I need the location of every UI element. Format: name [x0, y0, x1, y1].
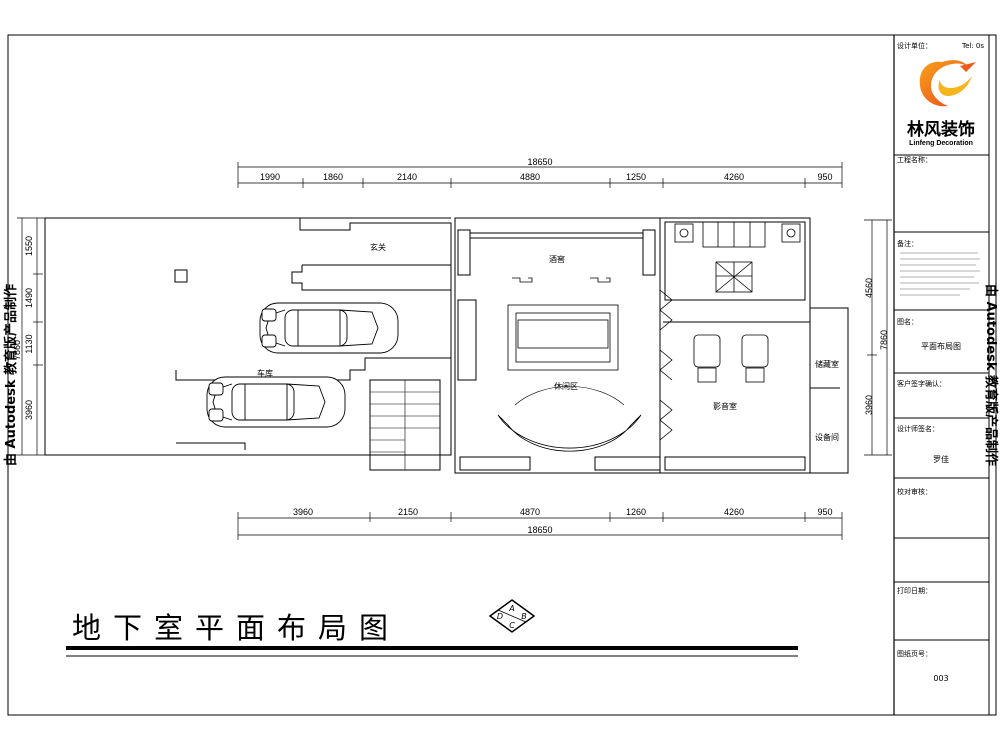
dim-left-2: 1490 [24, 288, 34, 308]
dim-left-4: 3960 [24, 400, 34, 420]
index-a: A [508, 604, 514, 613]
theater-sofa [702, 221, 766, 248]
floor-plan-walls [44, 217, 849, 474]
sheet-border [7, 34, 997, 716]
theater-side-tables [674, 223, 801, 243]
recliners [693, 334, 769, 383]
top-dimensions [237, 162, 843, 188]
coffee-table [715, 261, 753, 293]
drawing-title: 地下室平面布局图 [72, 611, 400, 645]
tb-notes-lines [900, 252, 980, 296]
furniture [497, 221, 801, 452]
tb-designer: 罗佳 [933, 454, 949, 464]
tb-review-label: 校对审核： [897, 487, 932, 496]
room-garage: 车库 [257, 368, 273, 378]
bottom-dim-labels: 3960 2150 4870 1260 4260 950 [293, 507, 833, 517]
dim-bottom-5: 4260 [724, 507, 744, 517]
room-equipment: 设备间 [815, 432, 839, 442]
room-entry: 玄关 [370, 242, 386, 252]
wine-table [507, 304, 619, 371]
index-d: D [497, 612, 503, 621]
tb-sheet-no: 003 [933, 674, 948, 683]
tb-project-label: 工程名称： [897, 155, 932, 164]
tb-drawing-name: 平面布局图 [921, 341, 961, 351]
tb-drawing-name-label: 图名： [897, 317, 918, 326]
watermark-right: 由 Autodesk 教育版产品制作 [983, 284, 999, 466]
garage-cars [206, 302, 399, 428]
dim-top-6: 4260 [724, 172, 744, 182]
logo-english: Linfeng Decoration [909, 140, 973, 147]
index-c: C [509, 621, 515, 630]
dim-bottom-total: 18650 [527, 525, 552, 535]
index-symbol: A B C D [488, 599, 536, 633]
dim-top-2: 1860 [323, 172, 343, 182]
car-2 [206, 376, 346, 428]
car-1 [259, 302, 399, 354]
tb-date-label: 打印日期： [897, 586, 932, 595]
tb-notes-label: 备注： [897, 239, 918, 248]
tb-designer-label: 设计师签名： [897, 424, 939, 433]
room-wine-cellar: 酒窖 [549, 254, 565, 264]
tb-sheet-no-label: 图纸页号： [897, 649, 932, 658]
tb-client-label: 客户签字确认： [897, 379, 946, 388]
company-logo: 林风装饰 Linfeng Decoration [907, 60, 976, 147]
dim-right-2: 3960 [864, 395, 874, 415]
room-leisure: 休闲区 [554, 381, 578, 391]
index-b: B [521, 612, 527, 621]
room-labels: 玄关 车库 酒窖 休闲区 影音室 储藏室 设备间 [257, 242, 839, 442]
dim-right-total: 7860 [879, 330, 889, 350]
dim-bottom-6: 950 [817, 507, 832, 517]
logo-name: 林风装饰 [907, 119, 975, 140]
bottom-dimensions [237, 512, 843, 540]
dim-top-3: 2140 [397, 172, 417, 182]
dim-left-total: 7860 [12, 340, 22, 360]
room-storage: 储藏室 [815, 359, 839, 369]
lounge-chair-2 [590, 277, 611, 283]
dim-left-1: 1550 [24, 236, 34, 256]
left-dimensions [17, 217, 45, 456]
dim-bottom-4: 1260 [626, 507, 646, 517]
dim-left-3: 1130 [24, 334, 34, 353]
lounge-chair-1 [512, 277, 533, 283]
watermark-left: 由 Autodesk 教育版产品制作 [3, 284, 19, 466]
room-theater: 影音室 [713, 401, 737, 411]
dim-bottom-1: 3960 [293, 507, 313, 517]
tb-header-right: Tel: 0s [961, 42, 984, 50]
dim-right-1: 4560 [864, 278, 874, 298]
dim-top-5: 1250 [626, 172, 646, 182]
tb-header-left: 设计单位： [897, 41, 932, 50]
right-dimensions [864, 219, 892, 456]
dim-top-7: 950 [817, 172, 832, 182]
dim-top-4: 4880 [520, 172, 540, 182]
curved-sofa [497, 414, 642, 452]
dim-top-1: 1990 [260, 172, 280, 182]
dim-bottom-3: 4870 [520, 507, 540, 517]
title-block: 设计单位： Tel: 0s 林风装饰 Linfeng Decoration 工程… [893, 35, 990, 715]
dim-top-total: 18650 [527, 157, 552, 167]
dim-bottom-2: 2150 [398, 507, 418, 517]
top-dim-labels: 1990 1860 2140 4880 1250 4260 950 [260, 172, 833, 182]
